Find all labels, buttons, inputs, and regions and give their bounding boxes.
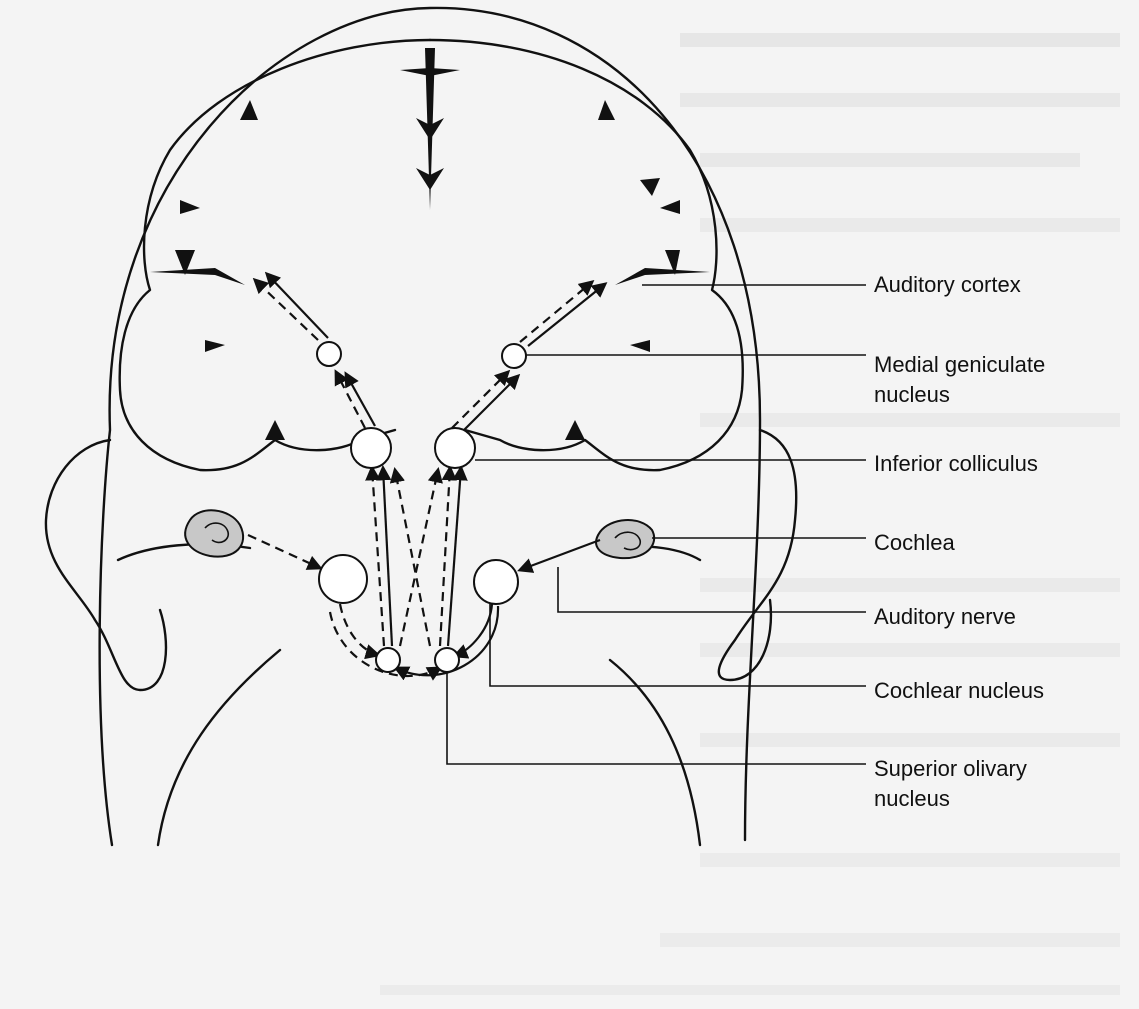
label-cochlear-nucleus: Cochlear nucleus [874, 676, 1044, 706]
right-inferior-colliculus [435, 428, 475, 468]
left-inferior-colliculus [351, 428, 391, 468]
left-cochlear-nucleus [319, 555, 367, 603]
label-medial-geniculate-nucleus: Medial geniculate nucleus [874, 350, 1045, 410]
label-inferior-colliculus: Inferior colliculus [874, 449, 1038, 479]
left-cochlea [185, 510, 243, 556]
label-auditory-cortex: Auditory cortex [874, 270, 1021, 300]
label-cochlea: Cochlea [874, 528, 955, 558]
label-superior-olivary-nucleus: Superior olivary nucleus [874, 754, 1027, 814]
right-superior-olivary-nucleus [435, 648, 459, 672]
right-cochlear-nucleus [474, 560, 518, 604]
right-medial-geniculate-nucleus [502, 344, 526, 368]
left-medial-geniculate-nucleus [317, 342, 341, 366]
left-superior-olivary-nucleus [376, 648, 400, 672]
label-auditory-nerve: Auditory nerve [874, 602, 1016, 632]
